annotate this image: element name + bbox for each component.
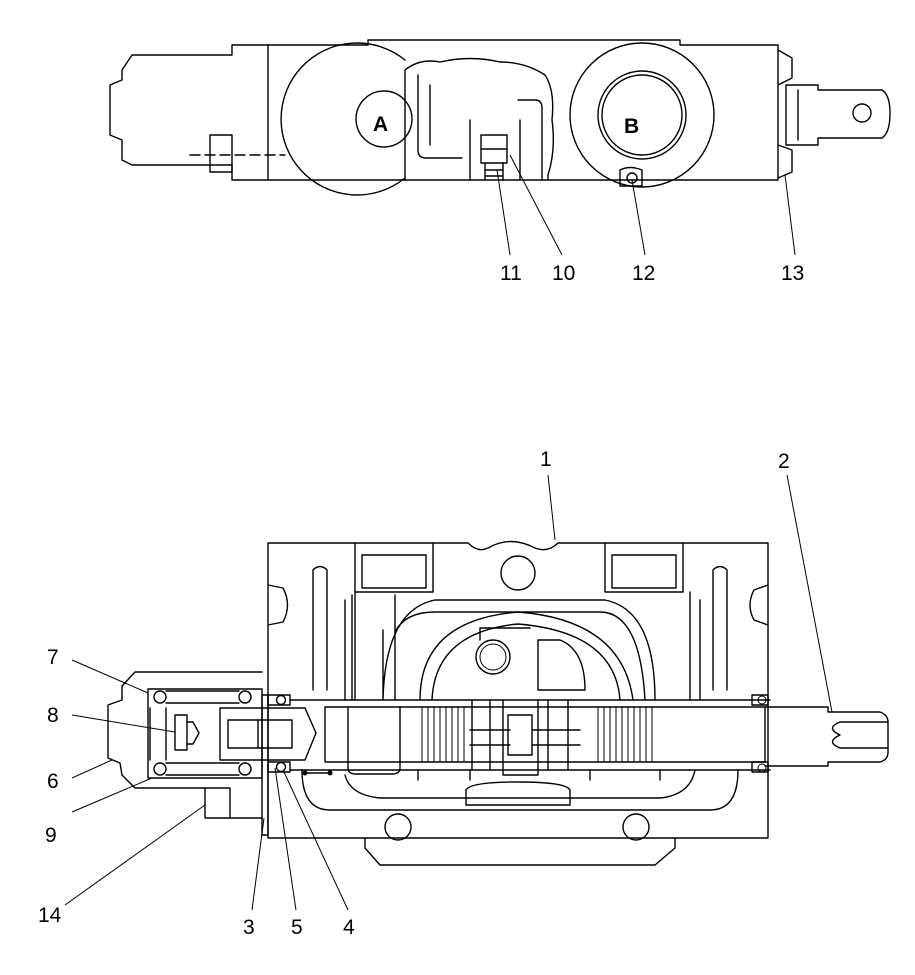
callout-7: 7 <box>47 646 59 669</box>
top-end-cap <box>109 44 269 181</box>
top-main-body <box>267 39 779 181</box>
port-a-label: A <box>373 113 388 136</box>
bolt-8 <box>186 721 200 745</box>
callout-12: 12 <box>632 262 655 285</box>
callouts: 11 10 12 13 1 2 7 8 6 9 14 3 5 4 <box>38 262 804 939</box>
spring-9 <box>153 690 252 776</box>
spool-passage-hole <box>475 639 511 675</box>
clevis-hole <box>852 103 872 123</box>
callout-10: 10 <box>552 262 575 285</box>
callout-11: 11 <box>500 262 522 285</box>
callout-4: 4 <box>343 916 355 939</box>
port-a-circle <box>355 90 413 148</box>
spool-grooves-right <box>597 707 653 762</box>
callout-2: 2 <box>778 450 790 473</box>
o-ring-5-top <box>275 694 287 706</box>
callout-8: 8 <box>47 704 59 727</box>
section-housing <box>267 540 769 839</box>
callout-3: 3 <box>243 916 255 939</box>
top-view-valve: A B <box>109 39 891 196</box>
port-b-label: B <box>624 115 639 138</box>
bolt-hole-top <box>500 555 536 591</box>
spool-grooves-left <box>421 707 465 762</box>
plug-12 <box>626 172 638 184</box>
port-b-boss <box>569 42 715 188</box>
callout-14: 14 <box>38 904 62 927</box>
callout-1: 1 <box>540 448 552 471</box>
callout-13: 13 <box>781 262 804 285</box>
spool-rod-clevis <box>764 706 889 767</box>
spring-case-cap <box>107 671 263 819</box>
section-view-valve <box>107 540 889 866</box>
spool <box>324 706 766 763</box>
callout-9: 9 <box>45 824 57 847</box>
leader-lines <box>64 154 833 911</box>
bolt-hole-lower-left <box>384 813 412 841</box>
callout-6: 6 <box>47 770 59 793</box>
o-ring-5-bottom <box>275 761 287 773</box>
callout-5: 5 <box>291 916 303 939</box>
bolt-hole-lower-right <box>622 813 650 841</box>
